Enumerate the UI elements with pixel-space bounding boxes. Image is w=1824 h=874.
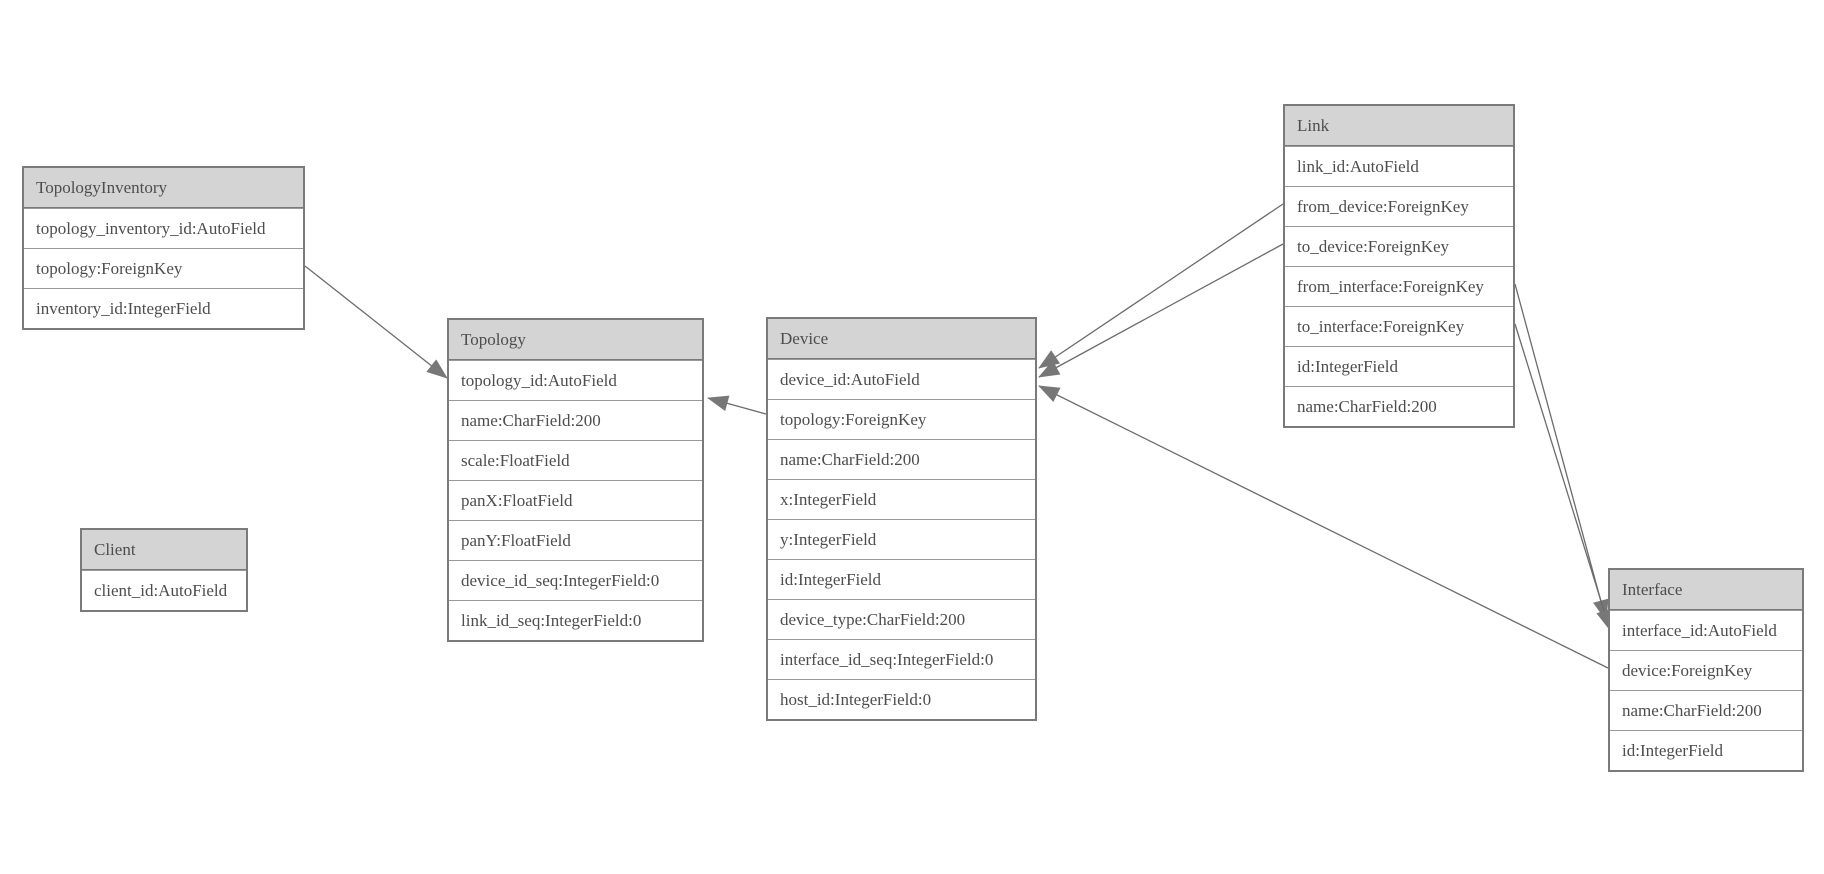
relation-topologyinventory-topology-to-topology-topology-id bbox=[304, 265, 448, 379]
field-row: inventory_id:IntegerField bbox=[24, 288, 303, 328]
field-row: name:CharField:200 bbox=[449, 400, 702, 440]
entity-title: Client bbox=[82, 530, 246, 570]
field-row: name:CharField:200 bbox=[768, 439, 1035, 479]
field-row: link_id:AutoField bbox=[1285, 146, 1513, 186]
field-row: device:ForeignKey bbox=[1610, 650, 1802, 690]
field-row: from_device:ForeignKey bbox=[1285, 186, 1513, 226]
entity-title: Topology bbox=[449, 320, 702, 360]
field-row: name:CharField:200 bbox=[1285, 386, 1513, 426]
field-row: topology_id:AutoField bbox=[449, 360, 702, 400]
field-row: topology:ForeignKey bbox=[24, 248, 303, 288]
field-row: id:IntegerField bbox=[1285, 346, 1513, 386]
entity-title: Link bbox=[1285, 106, 1513, 146]
relation-interface-device-to-device-device-id bbox=[1038, 385, 1609, 669]
field-row: to_device:ForeignKey bbox=[1285, 226, 1513, 266]
relation-link-from-interface-to-interface-interface-id bbox=[1514, 283, 1609, 621]
relation-device-topology-to-topology-topology-id bbox=[707, 395, 767, 415]
field-row: topology:ForeignKey bbox=[768, 399, 1035, 439]
field-row: device_id_seq:IntegerField:0 bbox=[449, 560, 702, 600]
field-row: link_id_seq:IntegerField:0 bbox=[449, 600, 702, 640]
relation-link-from-device-to-device-device-id bbox=[1038, 203, 1284, 369]
entity-title: TopologyInventory bbox=[24, 168, 303, 208]
relation-link-to-interface-to-interface-interface-id bbox=[1514, 323, 1612, 631]
field-row: device_type:CharField:200 bbox=[768, 599, 1035, 639]
field-row: name:CharField:200 bbox=[1610, 690, 1802, 730]
field-row: client_id:AutoField bbox=[82, 570, 246, 610]
field-row: to_interface:ForeignKey bbox=[1285, 306, 1513, 346]
field-row: x:IntegerField bbox=[768, 479, 1035, 519]
field-row: interface_id:AutoField bbox=[1610, 610, 1802, 650]
field-row: device_id:AutoField bbox=[768, 359, 1035, 399]
entity-title: Interface bbox=[1610, 570, 1802, 610]
field-row: scale:FloatField bbox=[449, 440, 702, 480]
field-row: y:IntegerField bbox=[768, 519, 1035, 559]
field-row: interface_id_seq:IntegerField:0 bbox=[768, 639, 1035, 679]
field-row: id:IntegerField bbox=[1610, 730, 1802, 770]
field-row: panY:FloatField bbox=[449, 520, 702, 560]
field-row: panX:FloatField bbox=[449, 480, 702, 520]
field-row: topology_inventory_id:AutoField bbox=[24, 208, 303, 248]
entity-title: Device bbox=[768, 319, 1035, 359]
field-row: from_interface:ForeignKey bbox=[1285, 266, 1513, 306]
relation-link-to-device-to-device-device-id bbox=[1038, 243, 1284, 378]
field-row: id:IntegerField bbox=[768, 559, 1035, 599]
field-row: host_id:IntegerField:0 bbox=[768, 679, 1035, 719]
